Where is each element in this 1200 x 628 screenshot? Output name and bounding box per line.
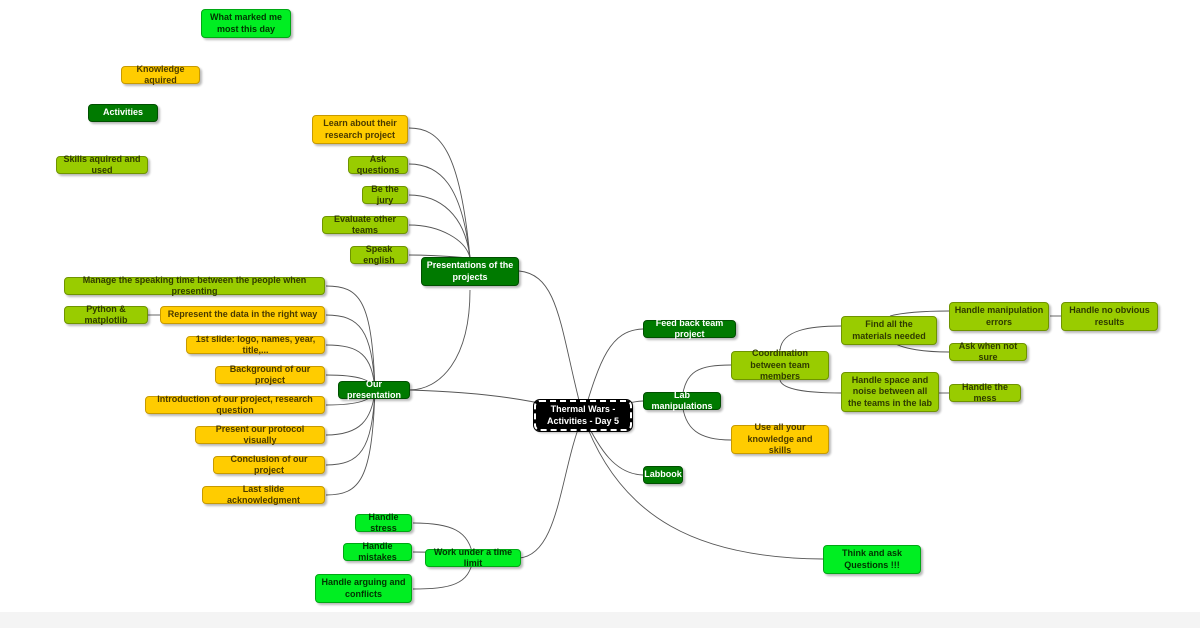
our-presentation-item[interactable]: Background of our project bbox=[215, 364, 325, 385]
handle-mess-node[interactable]: Handle the mess bbox=[949, 382, 1021, 403]
legend-skills[interactable]: Skills aquired and used bbox=[56, 154, 148, 175]
labbook-node[interactable]: Labbook bbox=[643, 466, 683, 484]
time-limit-node[interactable]: Work under a time limit bbox=[425, 547, 521, 568]
our-presentation-item[interactable]: Introduction of our project, research qu… bbox=[145, 394, 325, 415]
presentation-item[interactable]: Speak english bbox=[350, 244, 408, 265]
presentation-item[interactable]: Learn about their research project bbox=[312, 115, 408, 144]
manipulation-errors-node[interactable]: Handle manipulation errors bbox=[949, 302, 1049, 331]
lab-manipulations-node[interactable]: Lab manipulations bbox=[643, 390, 721, 411]
our-presentation-item[interactable]: Last slide acknowledgment bbox=[202, 484, 325, 505]
our-presentation-item[interactable]: Present our protocol visually bbox=[195, 424, 325, 445]
legend-knowledge[interactable]: Knowledge aquired bbox=[121, 64, 200, 85]
presentations-node[interactable]: Presentations of the projects bbox=[421, 257, 519, 286]
legend-activities[interactable]: Activities bbox=[88, 104, 158, 122]
think-ask-node[interactable]: Think and ask Questions !!! bbox=[823, 545, 921, 574]
feedback-node[interactable]: Feed back team project bbox=[643, 318, 736, 339]
presentation-item[interactable]: Ask questions bbox=[348, 154, 408, 175]
no-obvious-results-node[interactable]: Handle no obvious results bbox=[1061, 302, 1158, 331]
our-presentation-item[interactable]: 1st slide: logo, names, year, title,... bbox=[186, 334, 325, 355]
legend-marked[interactable]: What marked me most this day bbox=[201, 9, 291, 38]
ask-not-sure-node[interactable]: Ask when not sure bbox=[949, 341, 1027, 362]
our-presentation-node[interactable]: Our presentation bbox=[338, 379, 410, 400]
central-topic[interactable]: Thermal Wars - Activities - Day 5 bbox=[533, 399, 633, 432]
our-presentation-item[interactable]: Represent the data in the right way bbox=[160, 306, 325, 324]
presentation-item[interactable]: Evaluate other teams bbox=[322, 214, 408, 235]
time-limit-item[interactable]: Handle stress bbox=[355, 512, 412, 533]
presentation-item[interactable]: Be the jury bbox=[362, 184, 408, 205]
space-noise-node[interactable]: Handle space and noise between all the t… bbox=[841, 372, 939, 412]
knowledge-skills-node[interactable]: Use all your knowledge and skills bbox=[731, 422, 829, 455]
coordination-node[interactable]: Coordination between team members bbox=[731, 348, 829, 381]
find-materials-node[interactable]: Find all the materials needed bbox=[841, 316, 937, 345]
python-matplotlib-node[interactable]: Python & matplotlib bbox=[64, 304, 148, 325]
canvas-bottom-strip bbox=[0, 612, 1200, 628]
time-limit-item[interactable]: Handle arguing and conflicts bbox=[315, 574, 412, 603]
our-presentation-item[interactable]: Conclusion of our project bbox=[213, 454, 325, 475]
time-limit-item[interactable]: Handle mistakes bbox=[343, 541, 412, 562]
our-presentation-item[interactable]: Manage the speaking time between the peo… bbox=[64, 275, 325, 296]
